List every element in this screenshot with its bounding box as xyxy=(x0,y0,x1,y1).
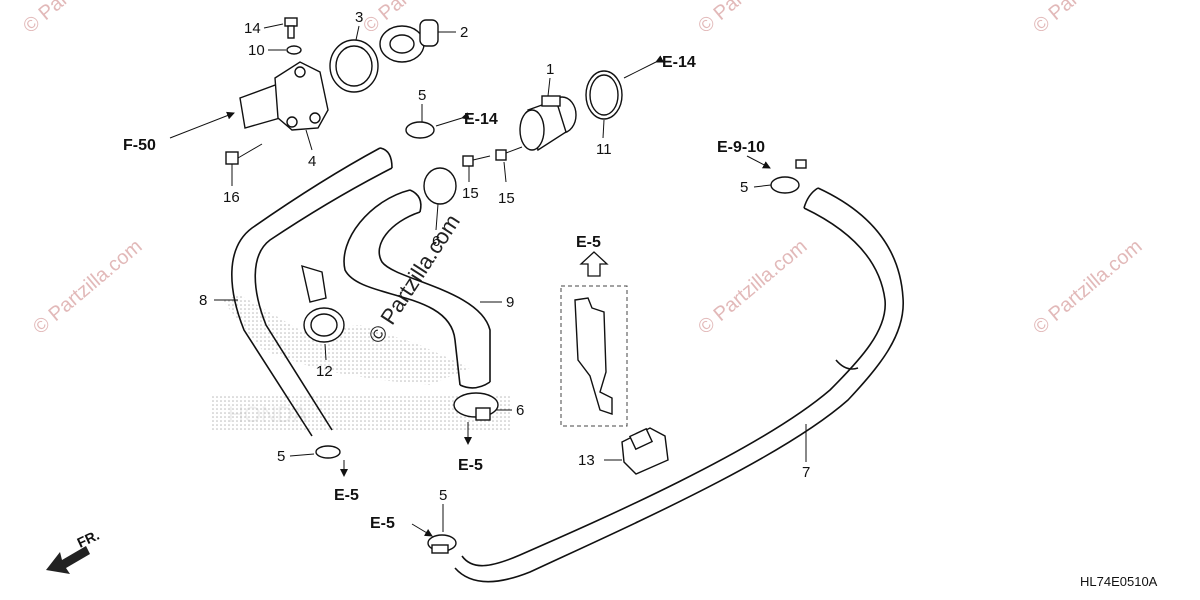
part-label-3: 3 xyxy=(355,9,363,26)
front-label: FR. xyxy=(75,527,102,551)
ref-label-e9-10: E-9-10 xyxy=(717,139,765,156)
ref-label-e14: E-14 xyxy=(662,54,696,71)
part-label-13: 13 xyxy=(578,452,595,469)
bolt-16 xyxy=(225,143,263,165)
water-joint-1 xyxy=(519,95,577,152)
watermark: © Partzilla.com xyxy=(1029,0,1146,38)
part-label-4: 4 xyxy=(308,153,316,170)
thermostat-cover-4 xyxy=(239,61,329,131)
part-label-16: 16 xyxy=(223,189,240,206)
front-arrow xyxy=(46,546,90,574)
hose-clamp-12 xyxy=(301,264,345,343)
hose-7 xyxy=(454,187,904,583)
part-label-2: 2 xyxy=(460,24,468,41)
part-label-14: 14 xyxy=(244,20,261,37)
part-label-11: 11 xyxy=(596,141,612,158)
ref-label-e5: E-5 xyxy=(334,487,359,504)
thermostat-2 xyxy=(379,19,439,63)
part-label-6: 6 xyxy=(432,233,440,250)
hose-clamp-6 xyxy=(423,167,457,205)
ref-label-e5: E-5 xyxy=(370,515,395,532)
part-label-7: 7 xyxy=(802,464,810,481)
bolt-15 xyxy=(462,155,491,167)
part-label-9: 9 xyxy=(506,294,514,311)
part-label-10: 10 xyxy=(248,42,265,59)
part-label-12: 12 xyxy=(316,363,333,380)
hose-clamp-5 xyxy=(315,445,341,459)
part-label-5: 5 xyxy=(439,487,447,504)
clip-13 xyxy=(621,427,669,475)
hose-8 xyxy=(231,147,393,437)
watermark: © Partzilla.com xyxy=(1029,235,1146,338)
watermark: © Partzilla.com xyxy=(694,0,811,38)
hose-clamp-5 xyxy=(405,121,435,139)
bolt-14 xyxy=(284,17,298,39)
part-label-1: 1 xyxy=(546,61,554,78)
ref-label-e5: E-5 xyxy=(458,457,483,474)
bracket xyxy=(574,297,613,415)
part-label-5: 5 xyxy=(740,179,748,196)
bracket-inset-box xyxy=(560,285,628,427)
ref-label-e14: E-14 xyxy=(464,111,498,128)
part-label-8: 8 xyxy=(199,292,207,309)
watermark: © Partzilla.com xyxy=(19,0,136,38)
part-label-5: 5 xyxy=(418,87,426,104)
up-arrow xyxy=(579,251,609,277)
diagram-code: HL74E0510A xyxy=(1080,574,1158,589)
hose-9 xyxy=(343,189,491,389)
ref-label-e5: E-5 xyxy=(576,234,601,251)
part-label-6: 6 xyxy=(516,402,524,419)
part-label-15: 15 xyxy=(462,185,479,202)
part-label-15: 15 xyxy=(498,190,515,207)
watermark: © Partzilla.com xyxy=(29,235,146,338)
part-label-5: 5 xyxy=(277,448,285,465)
ref-label-f50: F-50 xyxy=(123,137,156,154)
bolt-15 xyxy=(495,146,523,161)
brand-ghost-text: HONDA xyxy=(228,402,308,427)
hose-clamp-5 xyxy=(770,176,800,194)
washer-10 xyxy=(286,45,302,55)
watermark: © Partzilla.com xyxy=(694,235,811,338)
